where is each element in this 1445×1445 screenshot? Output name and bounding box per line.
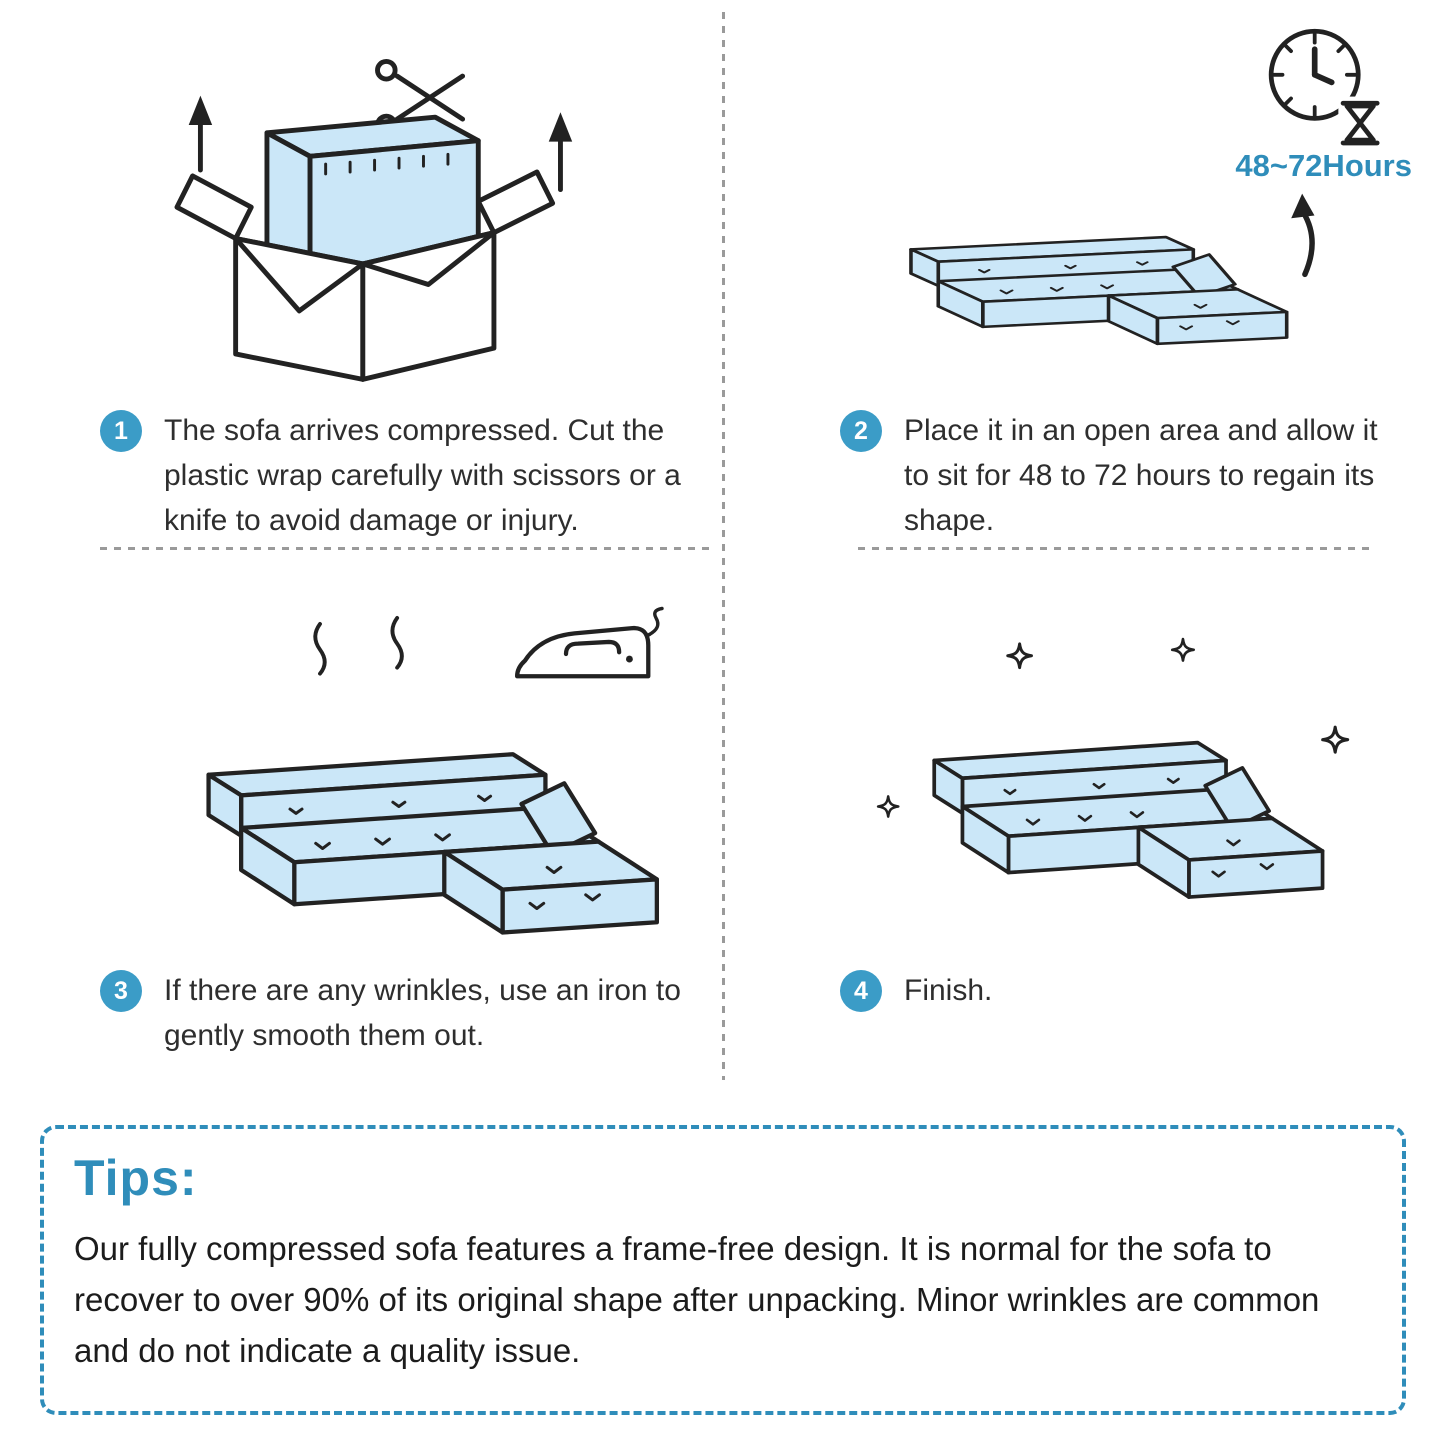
- step-text: Place it in an open area and allow it to…: [904, 414, 1378, 537]
- step-number-badge: 3: [100, 970, 142, 1012]
- tips-body: Our fully compressed sofa features a fra…: [74, 1230, 1320, 1370]
- duration-label: 48~72Hours: [1235, 148, 1412, 183]
- dashed-divider-vertical: [722, 12, 725, 1080]
- sofa-illustration-iron: [110, 606, 664, 961]
- up-arrow-icon: [548, 112, 573, 193]
- curved-arrow-icon: [1291, 193, 1315, 278]
- dashed-divider-right: [858, 547, 1372, 550]
- step-number-badge: 1: [100, 410, 142, 452]
- step-number-badge: 4: [840, 970, 882, 1012]
- sofa-illustration-flat: [909, 193, 1315, 346]
- tips-title: Tips:: [74, 1150, 198, 1206]
- sofa-illustration-finish: [876, 637, 1350, 899]
- step-text: If there are any wrinkles, use an iron t…: [164, 974, 681, 1052]
- step-text: The sofa arrives compressed. Cut the pla…: [164, 414, 681, 537]
- clock-hourglass-icon: [1268, 28, 1382, 148]
- tips-box: Tips: Our fully compressed sofa features…: [40, 1125, 1406, 1415]
- step-4-caption: 4 Finish.: [840, 968, 1260, 1013]
- step-number-badge: 2: [840, 410, 882, 452]
- box-illustration: [174, 58, 573, 382]
- step-1-caption: 1 The sofa arrives compressed. Cut the p…: [100, 408, 710, 543]
- dashed-divider-left: [100, 547, 712, 550]
- steam-icon: [313, 615, 404, 676]
- step-text: Finish.: [904, 974, 993, 1007]
- step-2-caption: 2 Place it in an open area and allow it …: [840, 408, 1385, 543]
- up-arrow-icon: [188, 95, 213, 173]
- iron-icon: [515, 606, 664, 679]
- step-3-caption: 3 If there are any wrinkles, use an iron…: [100, 968, 740, 1058]
